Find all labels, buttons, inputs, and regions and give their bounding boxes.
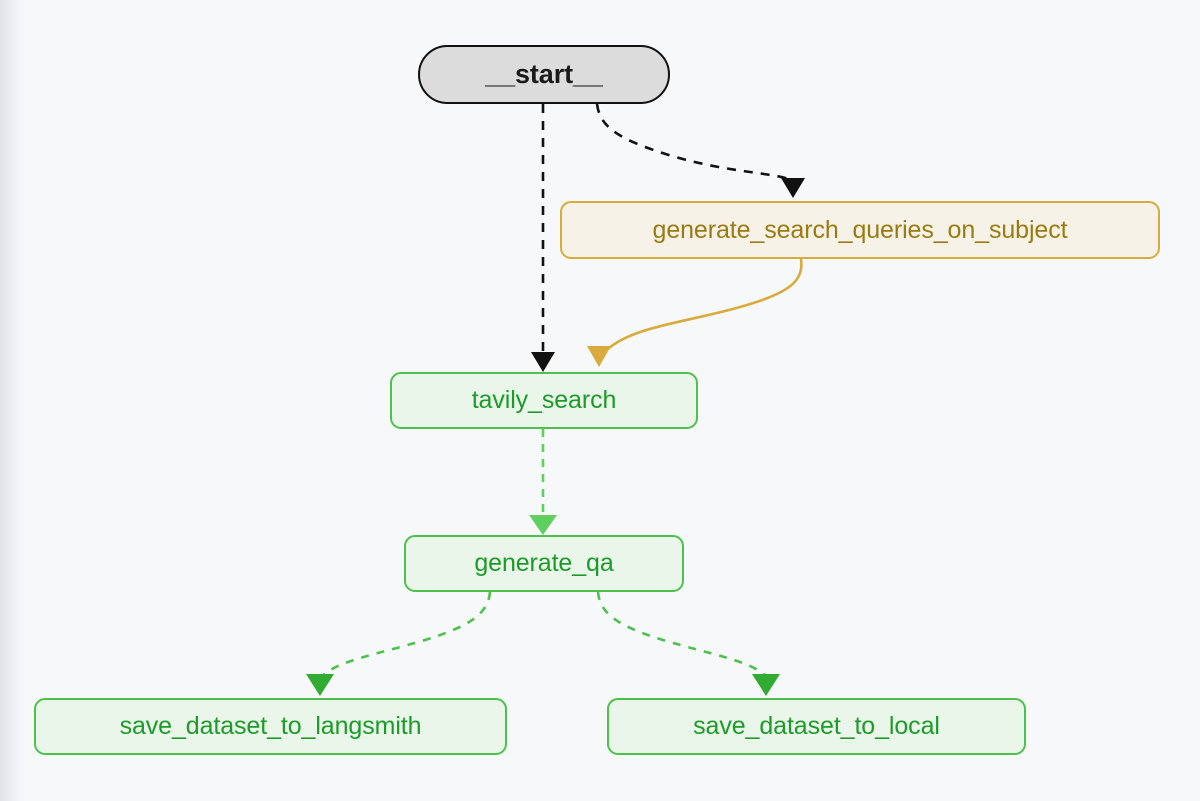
graph-node-start-label: __start__ [485,59,603,89]
edge-generate-qa-to-save-dataset-to-local [596,591,780,696]
edge-tavily-search-to-generate-qa [529,429,557,535]
edge-start-to-generate-search-queries [595,103,805,198]
graph-node-save-dataset-to-local-label: save_dataset_to_local [693,712,940,740]
graph-node-generate-search-queries-on-subject[interactable]: generate_search_queries_on_subject [560,201,1160,259]
edge-generate-search-queries-to-tavily-search [587,257,803,367]
graph-node-generate-search-queries-on-subject-label: generate_search_queries_on_subject [652,215,1068,244]
edge-start-to-tavily-search [531,104,555,372]
graph-node-save-dataset-to-langsmith[interactable]: save_dataset_to_langsmith [34,698,507,755]
graph-node-tavily-search-label: tavily_search [471,386,617,414]
graph-node-tavily-search[interactable]: tavily_search [390,372,698,429]
graph-node-generate-qa[interactable]: generate_qa [404,535,684,592]
graph-node-save-dataset-to-local[interactable]: save_dataset_to_local [607,698,1026,755]
edge-generate-qa-to-save-dataset-to-langsmith [306,591,492,696]
graph-node-start[interactable]: __start__ [418,45,670,104]
graph-node-save-dataset-to-langsmith-label: save_dataset_to_langsmith [119,712,422,740]
graph-node-generate-qa-label: generate_qa [474,549,614,577]
